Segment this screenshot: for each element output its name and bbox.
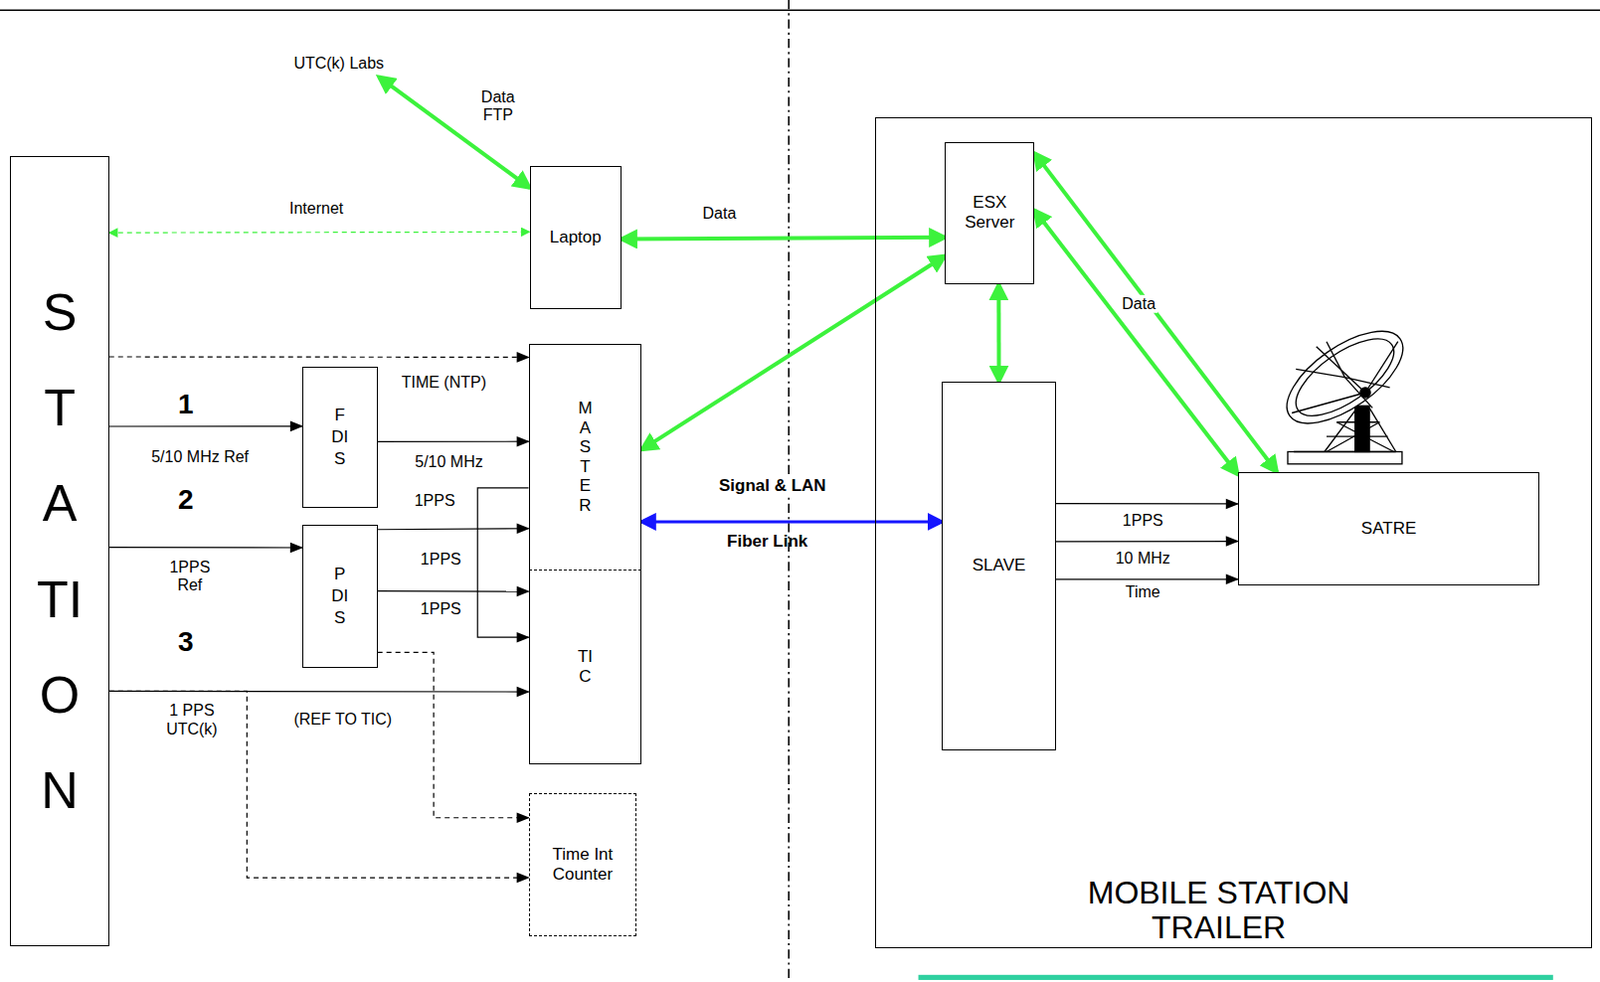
edge-label: 1PPS Ref <box>164 557 216 595</box>
callout-number: 3 <box>177 626 194 659</box>
connector <box>109 231 531 234</box>
top-rule <box>0 8 1600 11</box>
accent-bar <box>918 975 1554 981</box>
connector <box>996 284 1001 381</box>
distribution-box: FDIS <box>302 366 378 509</box>
node-text: FDIS <box>331 404 349 471</box>
connector <box>1056 540 1239 543</box>
lab-label: UTC(k) Labs <box>288 49 389 77</box>
edge-label: (REF TO TIC) <box>291 711 394 729</box>
connector <box>109 546 303 549</box>
callout-number: 1 <box>177 388 194 421</box>
connector <box>377 529 530 531</box>
edge-label: Time <box>1123 583 1163 602</box>
connector <box>378 76 531 187</box>
node-text: PDIS <box>331 563 349 630</box>
laptop-box: Laptop <box>530 166 622 310</box>
trailer-box: MOBILE STATION TRAILER ESX ServerSLAVE SAT… <box>875 117 1592 949</box>
node-text: SATRE <box>1361 519 1417 539</box>
distribution-box: PDIS <box>302 525 378 669</box>
station-box: STATION <box>9 156 110 947</box>
node-text: SLAVE <box>972 555 1027 576</box>
satre-box: SATRE <box>1238 472 1541 586</box>
connector <box>641 256 945 451</box>
connector <box>377 441 530 443</box>
edge-label: 1PPS <box>418 599 464 618</box>
edge-label: 10 MHz <box>1113 549 1173 568</box>
connector <box>109 691 530 879</box>
edge-label: Data FTP <box>474 87 523 125</box>
edge-label: 1PPS <box>418 550 464 569</box>
master-unit: MASTER <box>529 344 643 570</box>
connector <box>1056 503 1239 505</box>
callout-number: 2 <box>177 484 194 517</box>
edge-label: Data <box>701 204 739 223</box>
edge-label: 5/10 MHz <box>412 453 485 472</box>
connector <box>1034 153 1277 473</box>
slave-box: SLAVE <box>941 381 1057 751</box>
edge-label: 5/10 MHz Ref <box>149 448 251 467</box>
edge-label: Internet <box>287 199 346 218</box>
node-text: UTC(k) Labs <box>293 53 384 73</box>
connector <box>109 425 303 427</box>
connector <box>621 237 945 240</box>
tic-unit: TIC <box>529 569 643 765</box>
connector <box>641 520 942 524</box>
node-text: MASTER <box>576 398 594 516</box>
link-label: Fiber Link <box>726 532 808 552</box>
server-box: ESX Server <box>944 142 1035 286</box>
node-text: MOBILE STATION TRAILER <box>1050 876 1389 946</box>
edge-label: 1PPS <box>1120 512 1166 531</box>
connector <box>477 488 529 638</box>
node-text: STATION <box>33 264 86 839</box>
connector <box>109 355 530 358</box>
node-text: Laptop <box>549 227 602 248</box>
connector <box>377 590 530 593</box>
node-text: Time Int Counter <box>539 845 626 887</box>
satellite-dish <box>1271 314 1418 465</box>
edge-label: Signal & LAN <box>716 477 829 498</box>
edge-label: 1 PPS UTC(k) <box>161 702 223 739</box>
connector <box>377 652 530 818</box>
counter-box: Time Int Counter <box>529 793 638 937</box>
connector <box>1034 210 1238 476</box>
edge-label: TIME (NTP) <box>399 373 489 392</box>
connector <box>1056 578 1239 580</box>
node-text: TIC <box>576 647 594 687</box>
edge-label: Data <box>1119 295 1158 314</box>
node-text: ESX Server <box>953 192 1026 234</box>
edge-label: 1PPS <box>412 492 458 511</box>
